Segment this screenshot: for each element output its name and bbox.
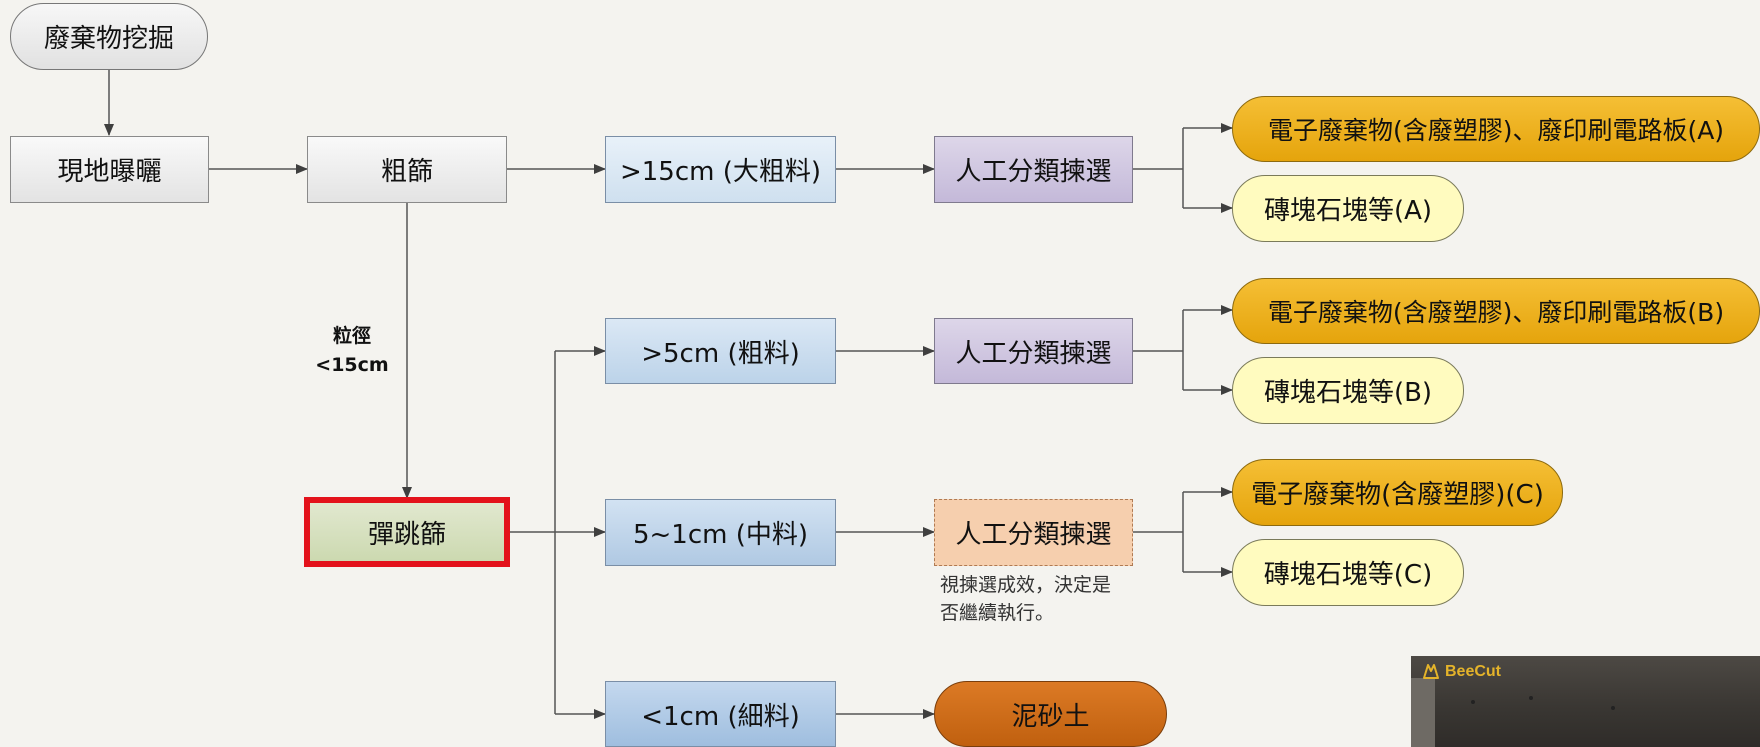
size-mid-node: 5~1cm (中料)	[605, 499, 836, 566]
ewaste-output-c: 電子廢棄物(含廢塑膠)(C)	[1232, 459, 1563, 526]
size-fine-label: <1cm (細料)	[641, 701, 800, 732]
particle-size-label: 粒徑 <15cm	[312, 322, 392, 380]
size-over15-label: >15cm (大粗料)	[619, 157, 822, 187]
manual-sort-node-b: 人工分類揀選	[934, 318, 1133, 384]
start-node: 廢棄物挖掘	[10, 3, 208, 70]
beecut-watermark: BeeCut	[1411, 656, 1760, 747]
size-over15-node: >15cm (大粗料)	[605, 136, 836, 203]
coarse-screen-node: 粗篩	[307, 136, 507, 203]
particle-size-label-line2: <15cm	[315, 354, 389, 376]
size-over5-label: >5cm (粗料)	[641, 338, 800, 369]
watermark-brand: BeeCut	[1421, 662, 1501, 682]
ewaste-output-c-label: 電子廢棄物(含廢塑膠)(C)	[1251, 480, 1544, 510]
bounce-screen-label: 彈跳篩	[367, 519, 446, 550]
soil-label: 泥砂土	[1011, 701, 1090, 732]
beecut-logo-icon	[1423, 664, 1439, 679]
tentative-sort-note: 視揀選成效，決定是 否繼續執行。	[940, 571, 1111, 627]
start-node-label: 廢棄物挖掘	[43, 24, 174, 54]
ewaste-output-a-label: 電子廢棄物(含廢塑膠)、廢印刷電路板(A)	[1267, 116, 1725, 145]
brick-output-a: 磚塊石塊等(A)	[1232, 175, 1464, 242]
brick-output-b: 磚塊石塊等(B)	[1232, 357, 1464, 424]
manual-sort-node-c: 人工分類揀選	[934, 499, 1133, 566]
tentative-sort-note-line2: 否繼續執行。	[940, 602, 1055, 624]
sun-dry-label: 現地曝曬	[57, 157, 162, 187]
watermark-speck	[1471, 700, 1475, 704]
particle-size-label-line1: 粒徑	[332, 325, 371, 347]
ewaste-output-b: 電子廢棄物(含廢塑膠)、廢印刷電路板(B)	[1232, 278, 1760, 344]
manual-sort-node-a: 人工分類揀選	[934, 136, 1133, 203]
ewaste-output-a: 電子廢棄物(含廢塑膠)、廢印刷電路板(A)	[1232, 96, 1760, 162]
sun-dry-node: 現地曝曬	[10, 136, 209, 203]
manual-sort-label-a: 人工分類揀選	[955, 157, 1112, 187]
manual-sort-label-b: 人工分類揀選	[955, 338, 1112, 369]
brick-output-c-label: 磚塊石塊等(C)	[1263, 560, 1433, 590]
size-over5-node: >5cm (粗料)	[605, 318, 836, 384]
size-fine-node: <1cm (細料)	[605, 681, 836, 747]
brick-output-a-label: 磚塊石塊等(A)	[1263, 196, 1433, 226]
ewaste-output-b-label: 電子廢棄物(含廢塑膠)、廢印刷電路板(B)	[1267, 298, 1725, 327]
coarse-screen-label: 粗篩	[380, 157, 433, 187]
manual-sort-label-c: 人工分類揀選	[955, 520, 1112, 550]
tentative-sort-note-line1: 視揀選成效，決定是	[940, 574, 1112, 596]
brick-output-b-label: 磚塊石塊等(B)	[1263, 378, 1433, 408]
watermark-speck	[1611, 706, 1615, 710]
watermark-brand-text: BeeCut	[1445, 663, 1502, 680]
bounce-screen-node: 彈跳篩	[304, 497, 510, 567]
size-mid-label: 5~1cm (中料)	[632, 520, 809, 550]
watermark-speck	[1529, 696, 1533, 700]
brick-output-c: 磚塊石塊等(C)	[1232, 539, 1464, 606]
watermark-video-frame	[1411, 678, 1435, 747]
soil-node: 泥砂土	[934, 681, 1167, 747]
